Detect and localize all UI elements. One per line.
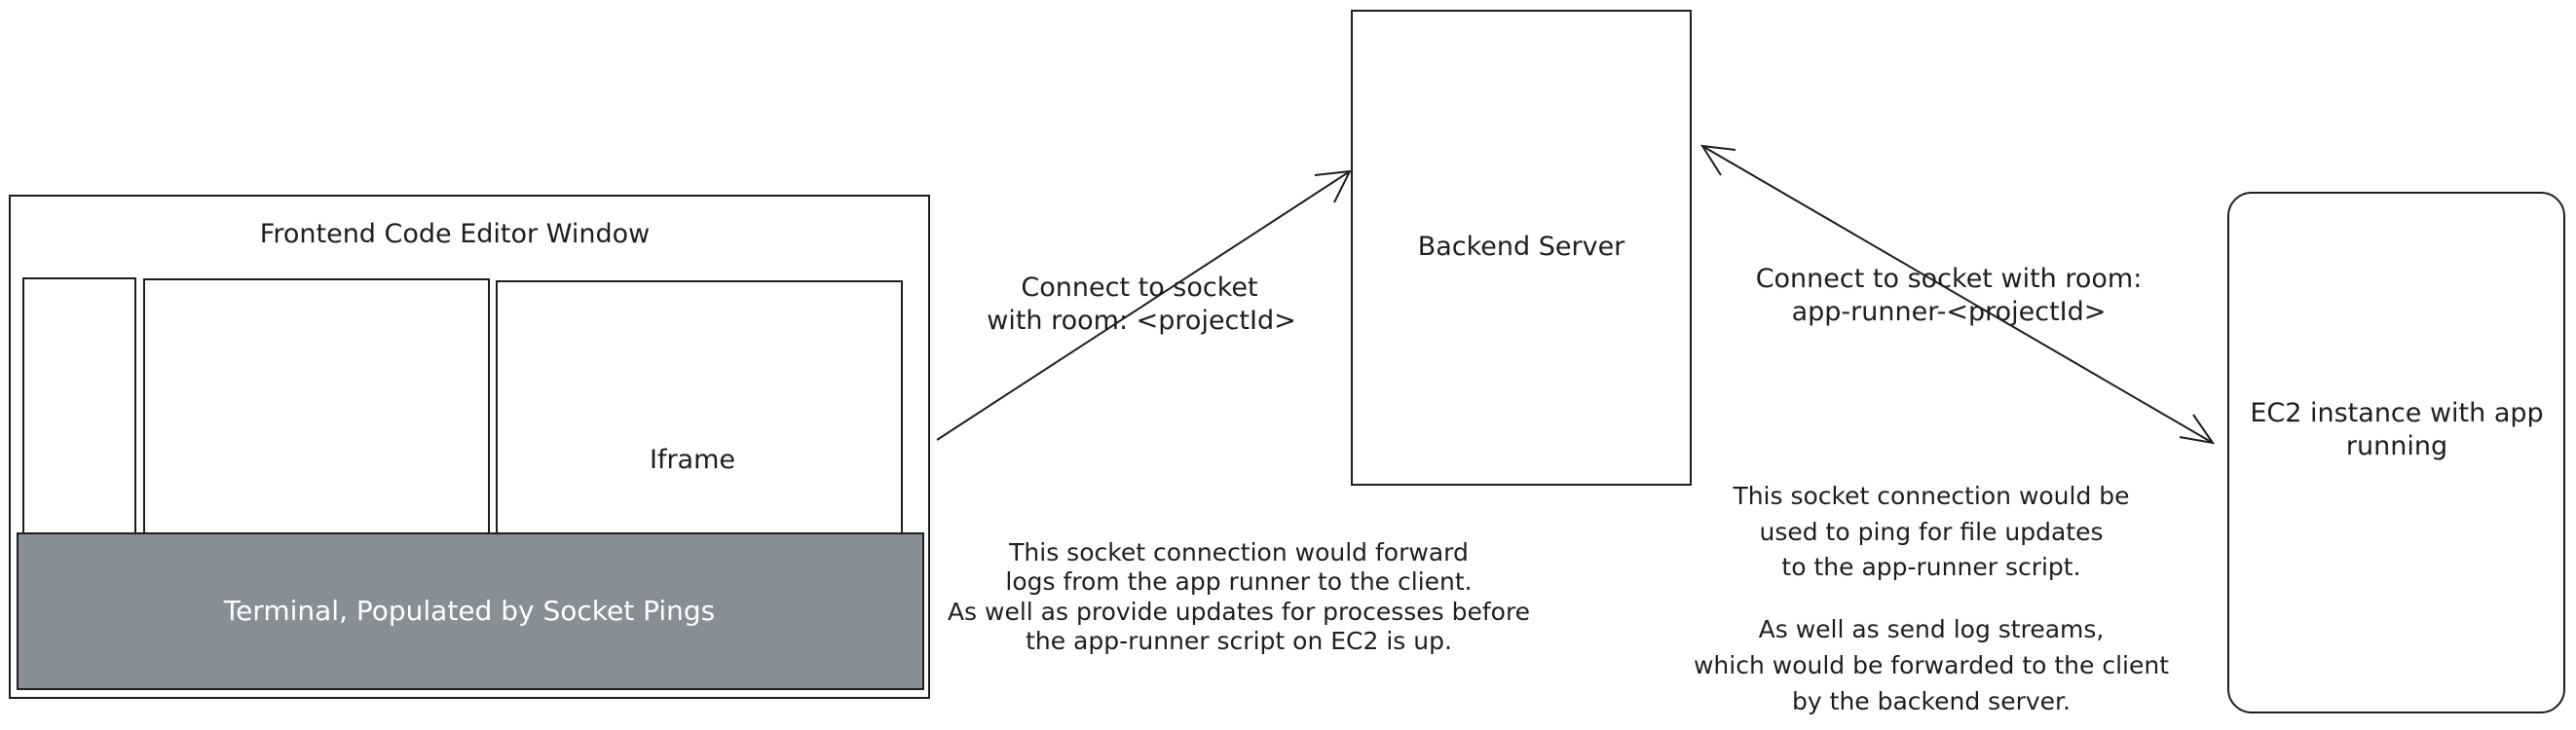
right-note-line5: As well as send log streams, — [1759, 615, 2105, 643]
right-note-line1: This socket connection would be — [1732, 482, 2129, 510]
right-note-line2: used to ping for file updates — [1759, 518, 2103, 546]
ec2-label-line1: EC2 instance with app — [2250, 398, 2543, 428]
iframe-pane — [496, 280, 903, 537]
left-connection-line1: Connect to socket — [1021, 273, 1257, 303]
terminal-label: Terminal, Populated by Socket Pings — [223, 595, 716, 627]
left-note-line2: logs from the app runner to the client. — [1005, 567, 1472, 596]
backend-server: Backend Server — [1351, 10, 1692, 486]
left-note-line4: the app-runner script on EC2 is up. — [1026, 627, 1452, 655]
ec2-to-backend-arrow — [1700, 144, 2216, 445]
ec2-instance-box — [2227, 192, 2565, 713]
terminal-pane — [17, 532, 924, 690]
frontend-window-frame — [9, 195, 930, 699]
frontend-window: Frontend Code Editor Window Iframe Termi… — [9, 195, 930, 699]
left-note-line3: As well as provide updates for processes… — [948, 598, 1530, 626]
left-note-line1: This socket connection would forward — [1008, 538, 1469, 566]
left-connection-line2: with room: <projectId> — [987, 306, 1295, 336]
backend-server-box — [1351, 10, 1692, 486]
left-note: This socket connection would forward log… — [948, 538, 1530, 655]
right-connection-line1: Connect to socket with room: — [1756, 264, 2143, 294]
arrow-line — [936, 170, 1351, 441]
ec2-label-line2: running — [2346, 431, 2447, 461]
frontend-window-title: Frontend Code Editor Window — [260, 219, 650, 249]
right-connection-line2: app-runner-<projectId> — [1792, 297, 2107, 327]
right-note-line7: by the backend server. — [1792, 687, 2071, 715]
backend-server-label: Backend Server — [1418, 232, 1625, 262]
frontend-to-backend-arrow — [936, 169, 1352, 441]
file-explorer-pane — [22, 277, 136, 536]
arrowhead-backend-icon — [1700, 144, 1736, 176]
right-note-line3: to the app-runner script. — [1781, 553, 2080, 581]
iframe-label: Iframe — [650, 445, 735, 475]
right-note: This socket connection would be used to … — [1694, 482, 2169, 715]
arrowhead-icon — [1314, 169, 1352, 203]
right-note-line6: which would be forwarded to the client — [1694, 651, 2169, 679]
arrowhead-ec2-icon — [2179, 414, 2216, 445]
arrow-line-right — [1701, 145, 2214, 444]
code-editor-pane — [143, 278, 490, 536]
ec2-instance: EC2 instance with app running — [2227, 192, 2565, 713]
